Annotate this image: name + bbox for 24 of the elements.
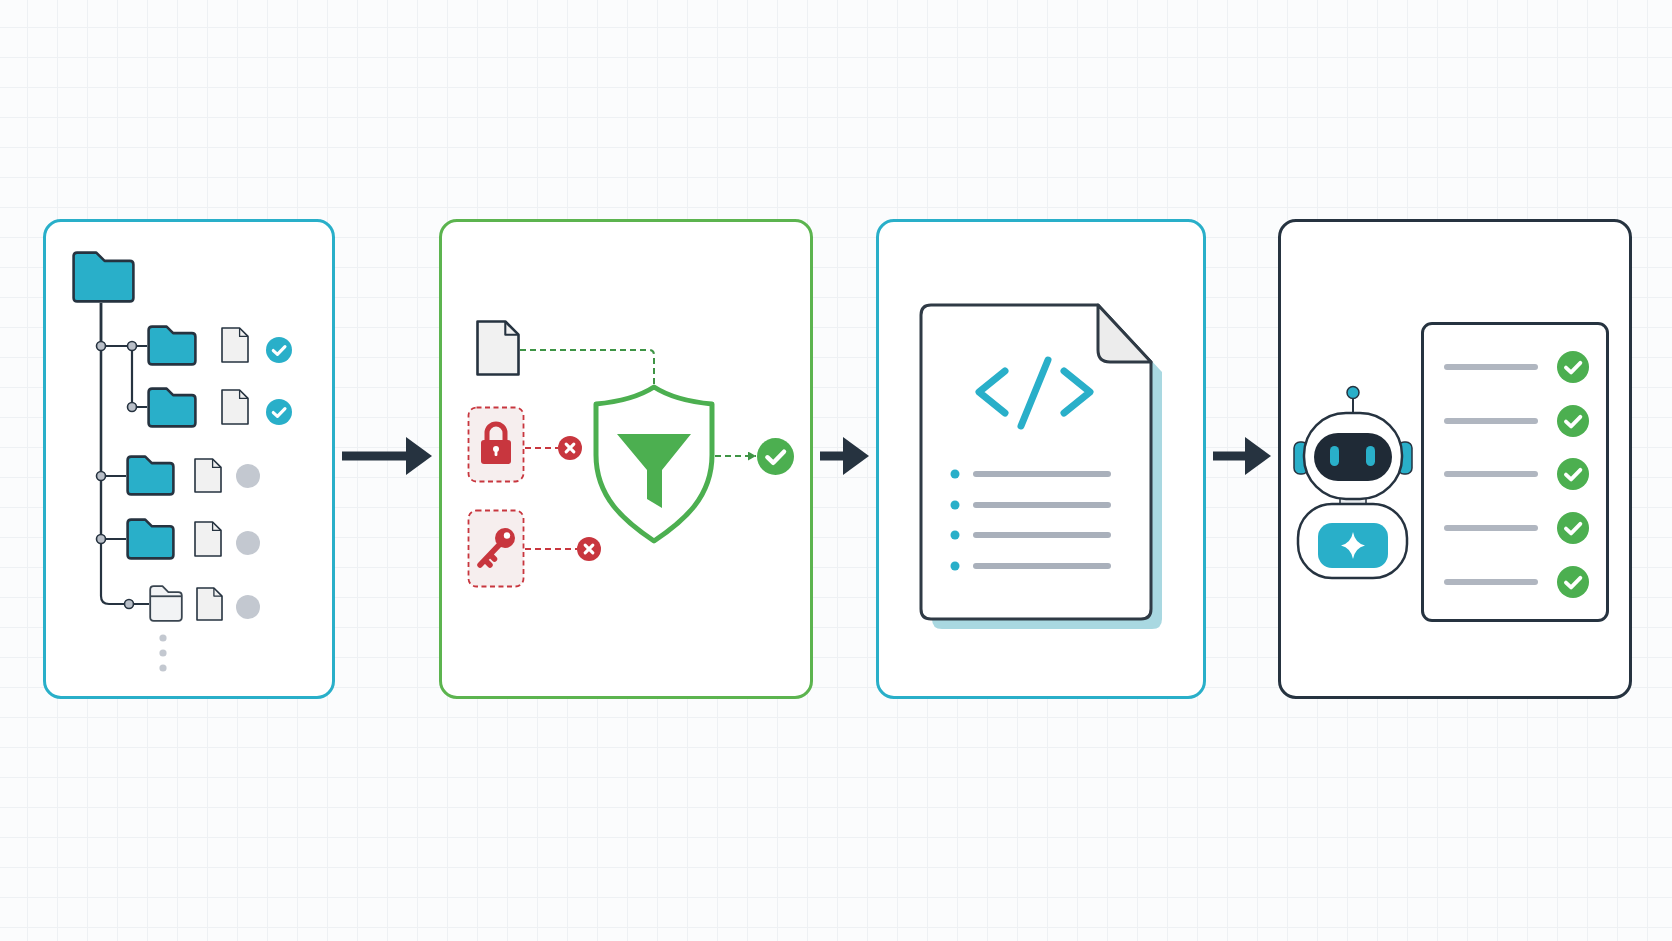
folder-icon: [147, 387, 197, 428]
arrow: [1213, 437, 1271, 475]
step-panel: [439, 219, 813, 699]
folder-icon: [126, 455, 175, 496]
file-icon: [476, 320, 520, 376]
x-circle-icon: [577, 537, 601, 561]
step-panel: [43, 219, 335, 699]
arrow: [342, 437, 432, 475]
folder-icon: [126, 518, 175, 560]
dashed-connector: [519, 349, 655, 387]
dashed-connector: [524, 447, 559, 449]
dashed-connector: [524, 548, 578, 550]
key-icon: [467, 509, 525, 588]
check-icon: [757, 438, 794, 475]
folder-icon: [72, 251, 135, 303]
folder-icon: [149, 585, 183, 622]
step-panel: [876, 219, 1206, 699]
dashed-arrow: [714, 451, 757, 461]
x-circle-icon: [558, 436, 582, 460]
folder-icon: [147, 325, 197, 366]
step-panel: [1278, 219, 1632, 699]
lock-icon: [467, 406, 525, 483]
arrow: [820, 437, 869, 475]
tree-line: [99, 303, 149, 606]
